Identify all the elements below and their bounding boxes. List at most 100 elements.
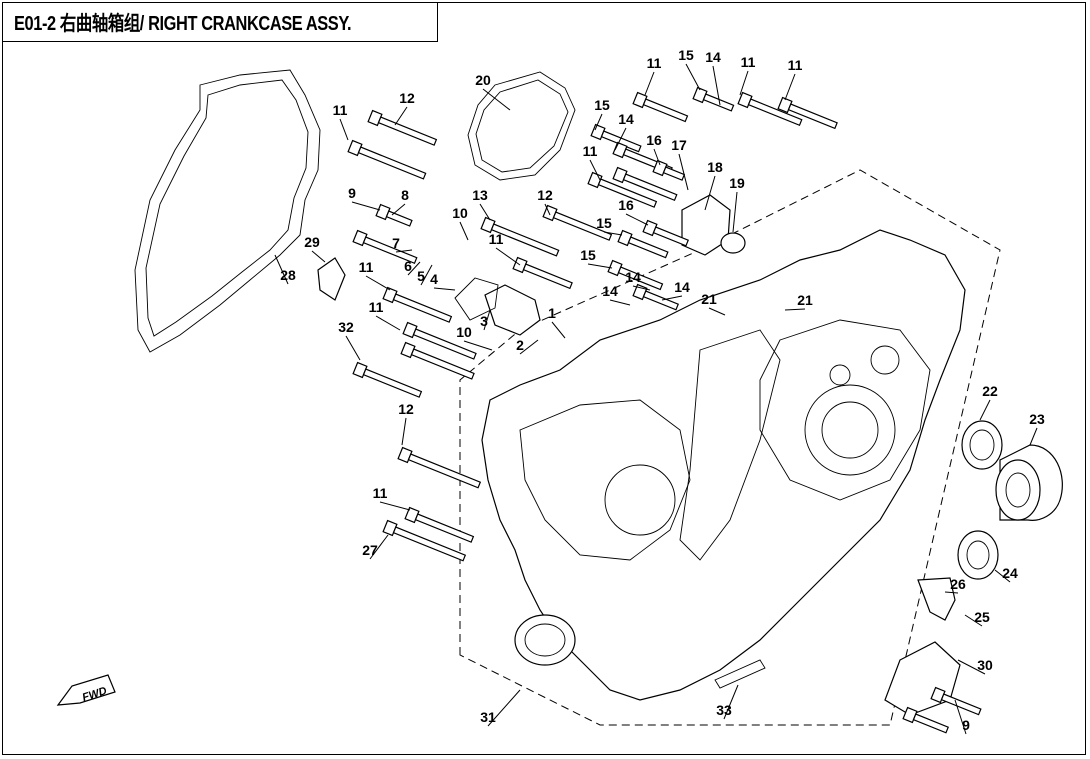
bolt bbox=[607, 259, 664, 291]
oil-seal-22 bbox=[961, 420, 1003, 470]
callout-29: 29 bbox=[304, 234, 320, 250]
callout-11: 11 bbox=[359, 259, 374, 275]
callout-11: 11 bbox=[369, 299, 384, 315]
callout-32: 32 bbox=[338, 319, 354, 335]
leader-line bbox=[487, 689, 521, 727]
callout-22: 22 bbox=[982, 383, 998, 399]
callout-11: 11 bbox=[373, 485, 388, 501]
leader-line bbox=[732, 191, 738, 233]
callout-9: 9 bbox=[962, 717, 970, 733]
callout-14: 14 bbox=[625, 269, 641, 285]
bolt bbox=[737, 91, 803, 127]
bolt bbox=[777, 96, 838, 130]
callout-15: 15 bbox=[580, 247, 596, 263]
bolt bbox=[352, 361, 423, 398]
leader-line bbox=[351, 201, 381, 211]
bearing-24 bbox=[957, 530, 999, 580]
callout-16: 16 bbox=[646, 132, 662, 148]
leader-line bbox=[784, 308, 806, 311]
leader-line bbox=[723, 684, 739, 720]
fwd-arrow-icon bbox=[56, 674, 116, 706]
callout-3: 3 bbox=[480, 313, 488, 329]
callout-2: 2 bbox=[516, 337, 524, 353]
crankcase-detail-a bbox=[519, 399, 691, 561]
callout-26: 26 bbox=[950, 576, 966, 592]
callout-21: 21 bbox=[701, 291, 717, 307]
leader-line bbox=[420, 264, 433, 286]
bolt bbox=[375, 203, 413, 227]
bearing-24-inner bbox=[966, 540, 990, 570]
leader-line bbox=[274, 254, 289, 285]
bearing-bore bbox=[804, 384, 896, 476]
leader-line bbox=[625, 213, 649, 226]
callout-30: 30 bbox=[977, 657, 993, 673]
crankcase-detail-c bbox=[679, 329, 781, 561]
bolt bbox=[587, 171, 658, 208]
bolt bbox=[367, 109, 438, 146]
callout-12: 12 bbox=[398, 401, 414, 417]
gasket-28-inner bbox=[145, 79, 309, 337]
leader-line bbox=[964, 614, 983, 627]
leader-line bbox=[345, 335, 361, 361]
bolt bbox=[347, 139, 427, 180]
bearing-23-inner bbox=[1005, 472, 1031, 508]
bolt bbox=[642, 219, 689, 247]
leader-line bbox=[459, 221, 469, 241]
callout-23: 23 bbox=[1029, 411, 1045, 427]
callout-11: 11 bbox=[333, 102, 348, 118]
leader-line bbox=[339, 118, 349, 141]
callout-14: 14 bbox=[674, 279, 690, 295]
callout-13: 13 bbox=[472, 187, 488, 203]
callout-8: 8 bbox=[401, 187, 409, 203]
leader-line bbox=[979, 399, 991, 421]
leader-line bbox=[589, 159, 601, 181]
callout-11: 11 bbox=[788, 57, 803, 73]
leader-line bbox=[954, 699, 967, 735]
leader-line bbox=[685, 63, 701, 91]
leader-line bbox=[712, 65, 721, 106]
page-title: E01-2 右曲轴箱组/ RIGHT CRANKCASE ASSY. bbox=[14, 13, 352, 35]
leader-line bbox=[678, 153, 689, 191]
bracket-30 bbox=[884, 641, 961, 716]
bolt bbox=[612, 166, 678, 202]
bolts bbox=[347, 86, 982, 734]
bolt bbox=[382, 519, 467, 562]
leader-line bbox=[463, 340, 493, 351]
crankcase-detail-b bbox=[759, 319, 931, 501]
leader-line bbox=[544, 203, 551, 216]
cylinder-bore bbox=[604, 464, 676, 536]
leader-line bbox=[365, 275, 391, 291]
bolt bbox=[617, 229, 669, 259]
leader-line bbox=[704, 175, 716, 211]
callout-12: 12 bbox=[537, 187, 553, 203]
plate-29 bbox=[317, 257, 346, 301]
callout-14: 14 bbox=[618, 111, 634, 127]
leader-line bbox=[369, 534, 389, 560]
leader-line bbox=[379, 501, 411, 511]
bolt bbox=[652, 159, 686, 181]
callout-11: 11 bbox=[741, 54, 756, 70]
leader-line bbox=[401, 417, 407, 446]
leader-line bbox=[661, 295, 683, 301]
leader-line bbox=[482, 88, 511, 111]
bearing-23-face bbox=[995, 459, 1041, 521]
leader-line bbox=[603, 231, 623, 236]
leader-line bbox=[519, 339, 539, 355]
leader-line bbox=[407, 261, 421, 276]
bolt bbox=[632, 283, 679, 311]
callout-5: 5 bbox=[417, 268, 425, 284]
leader-line bbox=[551, 321, 566, 339]
boss-2 bbox=[870, 345, 900, 375]
leader-line bbox=[708, 307, 726, 316]
bolt bbox=[512, 256, 573, 290]
leader-line bbox=[653, 148, 661, 166]
bolt bbox=[480, 216, 560, 257]
fwd-arrow: FWD bbox=[56, 674, 116, 706]
callout-16: 16 bbox=[618, 197, 634, 213]
bolt bbox=[382, 286, 453, 323]
callout-12: 12 bbox=[399, 90, 415, 106]
shaft-3 bbox=[484, 284, 541, 336]
leader-line bbox=[609, 299, 631, 306]
bolt bbox=[542, 204, 613, 241]
